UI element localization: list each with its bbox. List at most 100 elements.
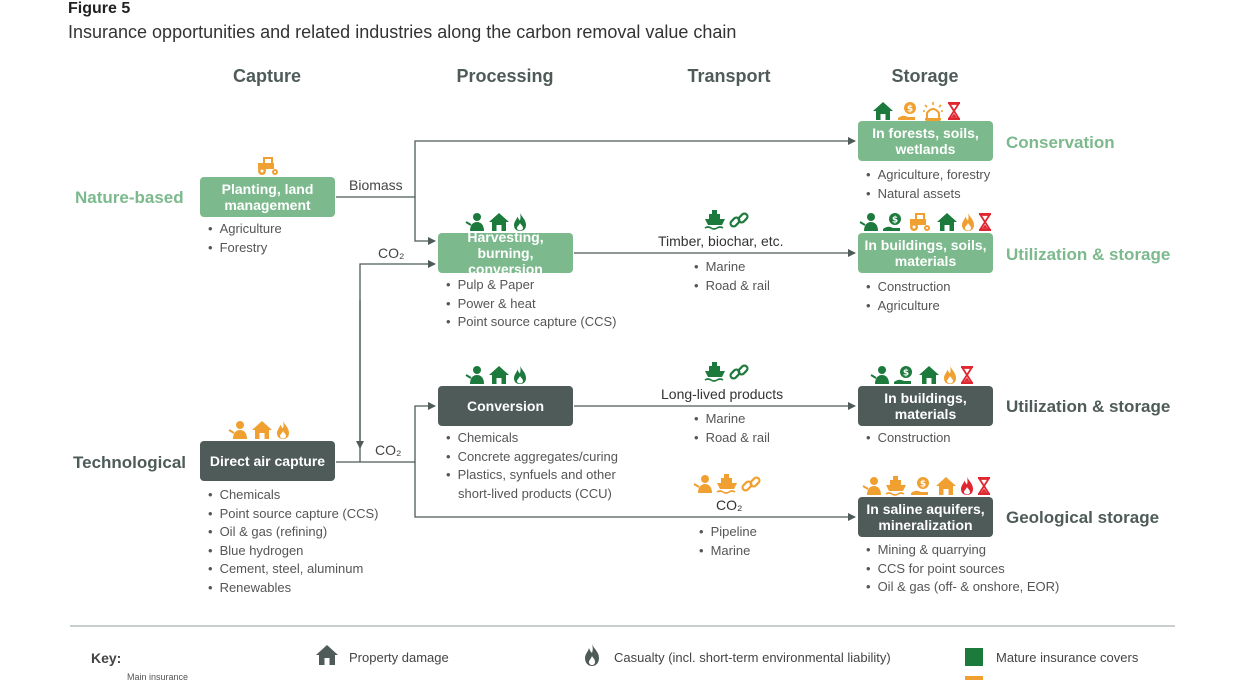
list-item: Forestry: [208, 239, 282, 258]
stage-storage: Storage: [891, 66, 959, 86]
list-buildings-materials: Construction: [866, 429, 951, 448]
list-item: Oil & gas (refining): [208, 523, 379, 542]
house-icon: [935, 476, 957, 496]
icons-forests: $: [872, 99, 961, 121]
ship-icon: [704, 208, 726, 230]
list-item: Agriculture, forestry: [866, 166, 991, 185]
row-label-nature-based: Nature-based: [75, 188, 184, 207]
tractor-icon: [907, 212, 933, 232]
box-forests: In forests, soils, wetlands: [858, 121, 993, 161]
key-main-insurance: Main insurance: [127, 672, 189, 682]
label-biomass: Biomass: [349, 177, 403, 193]
svg-text:$: $: [920, 480, 926, 490]
figure-title: Insurance opportunities and related indu…: [68, 22, 737, 42]
list-item: Point source capture (CCS): [446, 313, 617, 332]
person-icon: [465, 365, 485, 385]
list-harvesting: Pulp & PaperPower & heatPoint source cap…: [446, 276, 617, 332]
list-item: Construction: [866, 278, 951, 297]
list-item: Marine: [694, 410, 770, 429]
person-icon: [870, 365, 890, 385]
house-icon: [251, 420, 273, 440]
icons-dac: [228, 418, 290, 440]
list-item: Road & rail: [694, 429, 770, 448]
box-buildings-soils: In buildings, soils, materials: [858, 233, 993, 273]
list-saline: Mining & quarryingCCS for point sourcesO…: [866, 541, 1060, 597]
money-hand-icon: $: [897, 101, 919, 121]
flame-icon: [960, 476, 974, 496]
storage-label-utilization-2: Utilization & storage: [1006, 397, 1171, 416]
list-item: Road & rail: [694, 277, 770, 296]
ship-icon: [716, 472, 738, 494]
list-dac: ChemicalsPoint source capture (CCS)Oil &…: [208, 486, 379, 597]
list-item: Marine: [694, 258, 770, 277]
list-item: Renewables: [208, 579, 379, 598]
list-forests: Agriculture, forestryNatural assets: [866, 166, 991, 204]
person-icon: [693, 474, 713, 494]
box-direct-air-capture: Direct air capture: [200, 441, 335, 481]
hourglass-icon: [947, 101, 961, 121]
house-icon: [488, 212, 510, 232]
house-icon: [488, 365, 510, 385]
storage-label-conservation: Conservation: [1006, 133, 1115, 152]
hourglass-icon: [960, 365, 974, 385]
list-transport-long: MarineRoad & rail: [694, 410, 770, 447]
box-saline-aquifers: In saline aquifers, mineralization: [858, 497, 993, 537]
chain-icon: [741, 474, 761, 494]
list-item: Power & heat: [446, 295, 617, 314]
key-flame-icon: [583, 643, 601, 672]
key-title: Key:: [91, 650, 122, 666]
icons-planting: [255, 154, 281, 176]
label-co2-upper: CO₂: [378, 245, 405, 261]
arrow-dac-to-conversion: [336, 402, 436, 463]
list-item: short-lived products (CCU): [458, 485, 612, 501]
list-item: Blue hydrogen: [208, 542, 379, 561]
flame-icon: [513, 365, 527, 385]
box-conversion: Conversion: [438, 386, 573, 426]
flame-icon: [961, 212, 975, 232]
label-co2-lower: CO₂: [375, 442, 402, 458]
hourglass-icon: [977, 476, 991, 496]
list-item: Concrete aggregates/curing: [446, 448, 618, 467]
flame-icon: [513, 212, 527, 232]
key-house-icon: [315, 644, 339, 671]
box-harvesting: Harvesting, burning, conversion: [438, 229, 573, 277]
label-co2-transport: CO₂: [716, 497, 743, 513]
list-item: Natural assets: [866, 185, 990, 204]
list-item: Agriculture: [866, 297, 951, 316]
list-item: Plastics, synfuels and other: [446, 466, 618, 485]
icons-transport-long: [704, 360, 749, 382]
list-item: Pulp & Paper: [446, 276, 617, 295]
svg-text:$: $: [903, 369, 909, 379]
arrow-dac-to-saline: [414, 462, 856, 521]
arrow-biomass-to-forests: [336, 137, 856, 198]
person-icon: [862, 476, 882, 496]
list-item: Point source capture (CCS): [208, 505, 379, 524]
money-hand-icon: $: [910, 476, 932, 496]
label-long-lived: Long-lived products: [661, 386, 784, 402]
key-casualty: Casualty (incl. short-term environmental…: [614, 650, 891, 665]
house-icon: [918, 365, 940, 385]
icons-conversion: [465, 363, 527, 385]
icons-buildings-soils: $: [859, 210, 992, 232]
key-emerging-swatch: [965, 676, 983, 680]
svg-text:$: $: [892, 216, 898, 226]
money-hand-icon: $: [893, 365, 915, 385]
icons-harvesting: [465, 210, 527, 232]
label-timber: Timber, biochar, etc.: [658, 233, 784, 249]
money-hand-icon: $: [882, 212, 904, 232]
list-item: Cement, steel, aluminum: [208, 560, 379, 579]
storage-label-utilization-1: Utilization & storage: [1006, 245, 1171, 264]
house-icon: [872, 101, 894, 121]
stage-processing: Processing: [456, 66, 554, 86]
list-item: Marine: [699, 542, 757, 561]
stage-transport: Transport: [687, 66, 771, 86]
list-item: Construction: [866, 429, 951, 448]
chain-icon: [729, 362, 749, 382]
person-icon: [465, 212, 485, 232]
list-item: Mining & quarrying: [866, 541, 1059, 560]
icons-transport-co2: [693, 472, 761, 494]
hourglass-icon: [978, 212, 992, 232]
person-icon: [228, 420, 248, 440]
tractor-icon: [255, 156, 281, 176]
